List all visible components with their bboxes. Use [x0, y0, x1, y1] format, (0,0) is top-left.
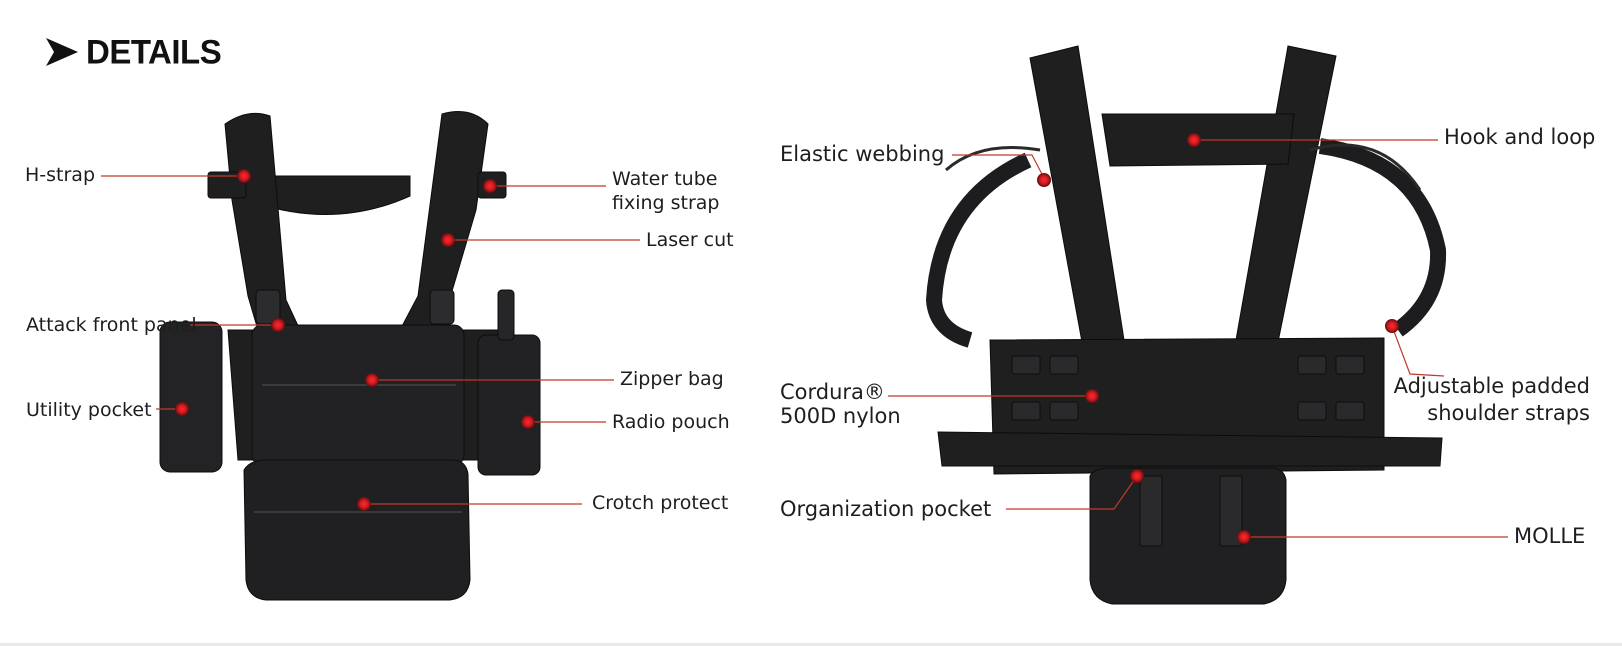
callout-dot-hook-and-loop: [1187, 133, 1201, 147]
arrow-right-icon: [46, 38, 78, 66]
callout-dot-molle: [1237, 530, 1251, 544]
label-cordura-line1: Cordura®: [780, 380, 885, 404]
callout-dot-cordura: [1085, 389, 1099, 403]
callout-lines: [101, 139, 1508, 538]
label-adjustable-line2: shoulder straps: [1427, 401, 1590, 425]
label-adjustable-line1: Adjustable padded: [1393, 374, 1590, 398]
callout-line-adjustable-straps: [1391, 325, 1445, 377]
chest-rig-front-image: [159, 111, 541, 601]
label-laser-cut: Laser cut: [646, 229, 734, 251]
label-cordura-line2: 500D nylon: [780, 404, 901, 428]
callout-dot-laser-cut: [441, 233, 455, 247]
callout-line-organization-pocket: [1006, 475, 1138, 510]
label-attack-front-panel: Attack front panel: [26, 314, 197, 336]
label-crotch-protect: Crotch protect: [592, 492, 729, 514]
callout-dots: [175, 133, 1399, 544]
callout-dot-water-tube: [483, 179, 497, 193]
label-water-tube-line2: fixing strap: [612, 192, 720, 214]
label-organization-pocket: Organization pocket: [780, 497, 992, 521]
label-utility-pocket: Utility pocket: [26, 399, 152, 421]
callout-dot-adjustable-straps: [1385, 319, 1399, 333]
details-header: DETAILS: [44, 30, 222, 74]
callout-dot-zipper-bag: [365, 373, 379, 387]
callout-dot-radio-pouch: [521, 415, 535, 429]
bottom-divider: [0, 643, 1622, 646]
callout-dot-utility-pocket: [175, 402, 189, 416]
label-hook-and-loop: Hook and loop: [1444, 125, 1596, 149]
label-water-tube-line1: Water tube: [612, 168, 718, 190]
callout-dot-attack-front-panel: [271, 318, 285, 332]
callout-line-elastic-webbing: [952, 154, 1045, 179]
label-h-strap: H-strap: [25, 164, 96, 186]
label-molle: MOLLE: [1514, 524, 1586, 548]
label-radio-pouch: Radio pouch: [612, 411, 730, 433]
callout-dot-h-strap: [237, 169, 251, 183]
callout-dot-crotch-protect: [357, 497, 371, 511]
label-elastic-webbing: Elastic webbing: [780, 142, 945, 166]
chest-rig-back-image: [925, 45, 1447, 605]
page-title: DETAILS: [86, 32, 222, 71]
callout-dot-organization-pocket: [1130, 469, 1144, 483]
callout-dot-elastic-webbing: [1037, 173, 1051, 187]
label-zipper-bag: Zipper bag: [620, 368, 724, 390]
